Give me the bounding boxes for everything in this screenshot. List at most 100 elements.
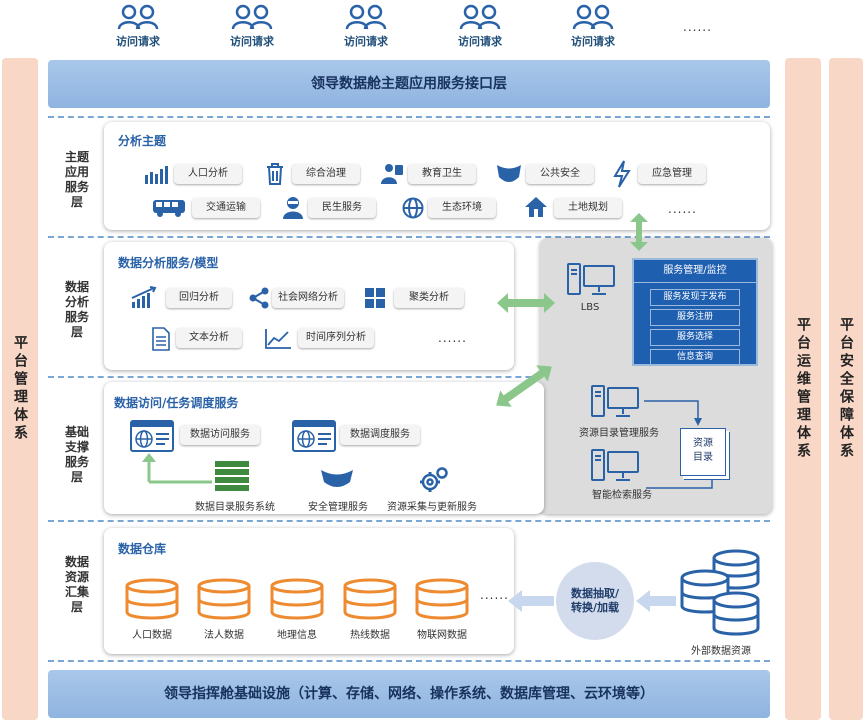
service-management-box: 服务管理/监控 服务发现于发布 服务注册 服务选择 信息查询 <box>632 258 758 366</box>
bus-icon <box>153 200 185 217</box>
theme-item-emergency[interactable]: 应急管理 <box>638 164 706 184</box>
infrastructure-bar: 领导指挥舱基础设施（计算、存储、网络、操作系统、数据库管理、云环境等） <box>48 670 770 718</box>
service-row-select[interactable]: 服务选择 <box>650 329 740 346</box>
server-monitor-icon <box>567 263 615 295</box>
horizontal-double-arrow <box>497 293 555 313</box>
lightning-icon <box>613 160 631 188</box>
support-item-data-access[interactable]: 数据访问服务 <box>180 425 260 445</box>
analysis-ellipsis: ...... <box>438 331 467 345</box>
external-database-icon <box>680 549 760 636</box>
layer-label-support: 基础支撑服务层 <box>64 425 89 484</box>
database-orange-icon <box>270 578 324 620</box>
trash-icon <box>267 163 283 185</box>
interface-layer-bar: 领导数据舱主题应用服务接口层 <box>48 60 770 108</box>
visitor-ellipsis: ...... <box>683 20 712 34</box>
security-service-label: 安全管理服务 <box>308 502 368 513</box>
etl-circle: 数据抽取/转换/加载 <box>556 562 634 640</box>
database-orange-icon <box>125 578 179 620</box>
visitor-label: 访问请求 <box>571 35 615 48</box>
divider <box>48 376 770 378</box>
theme-item-population[interactable]: 人口分析 <box>174 164 242 184</box>
lbs-label: LBS <box>580 302 600 313</box>
warehouse-item-hotline: 热线数据 <box>350 630 390 641</box>
platform-security-pillar: 平台安全保障体系 <box>829 58 863 720</box>
users-icon <box>572 4 614 30</box>
warehouse-item-iot: 物联网数据 <box>417 630 467 641</box>
pillar-label: 平台运维管理体系 <box>795 317 811 461</box>
service-row-query[interactable]: 信息查询 <box>650 349 740 366</box>
layer-label-theme: 主题应用服务层 <box>64 150 89 209</box>
service-row-discovery[interactable]: 服务发现于发布 <box>650 289 740 306</box>
visitor-1: 访问请求 <box>108 3 168 49</box>
visitor-4: 访问请求 <box>450 3 510 49</box>
divider <box>48 116 770 118</box>
population-chart-icon <box>145 166 168 184</box>
theme-title: 分析主题 <box>118 134 167 148</box>
elbow-arrow <box>142 453 212 484</box>
line-chart-icon <box>265 329 291 349</box>
cluster-grid-icon <box>365 288 385 308</box>
theme-item-livelihood[interactable]: 民生服务 <box>308 198 376 218</box>
visitor-label: 访问请求 <box>230 35 274 48</box>
platform-ops-pillar: 平台运维管理体系 <box>785 58 821 720</box>
support-title: 数据访问/任务调度服务 <box>114 396 239 410</box>
visitor-label: 访问请求 <box>344 35 388 48</box>
diagonal-double-arrow <box>496 365 552 407</box>
service-row-register[interactable]: 服务注册 <box>650 309 740 326</box>
visitor-5: 访问请求 <box>563 3 623 49</box>
theme-item-governance[interactable]: 综合治理 <box>292 164 360 184</box>
shield-wave-icon <box>321 470 353 487</box>
layer-label-resource: 数据资源汇集层 <box>64 555 89 614</box>
catalog-doc-label: 资源目录 <box>693 438 713 463</box>
layer-label-analysis: 数据分析服务层 <box>64 280 89 339</box>
catalog-system-label: 数据目录服务系统 <box>195 502 275 513</box>
divider <box>48 520 770 522</box>
theme-item-ecology[interactable]: 生态环境 <box>428 198 496 218</box>
analysis-item-clustering[interactable]: 聚类分析 <box>394 288 464 308</box>
catalog-doc: 资源目录 <box>680 428 726 476</box>
users-icon <box>459 4 501 30</box>
browser-globe-icon <box>130 420 174 452</box>
etl-label: 数据抽取/转换/加载 <box>570 587 620 614</box>
external-arrow-left <box>636 590 676 612</box>
regression-icon <box>131 286 157 308</box>
database-orange-icon <box>343 578 397 620</box>
users-icon <box>117 4 159 30</box>
divider <box>48 236 770 238</box>
visitor-label: 访问请求 <box>458 35 502 48</box>
platform-management-pillar: 平台管理体系 <box>2 58 38 720</box>
catalog-mgmt-label: 资源目录管理服务 <box>579 428 659 439</box>
shield-wave-icon <box>497 165 521 182</box>
pillar-label: 平台安全保障体系 <box>838 317 854 461</box>
analysis-item-text[interactable]: 文本分析 <box>176 328 242 348</box>
collection-service-label: 资源采集与更新服务 <box>387 502 477 513</box>
analysis-item-regression[interactable]: 回归分析 <box>166 288 232 308</box>
theme-item-education[interactable]: 教育卫生 <box>408 164 476 184</box>
divider <box>48 660 770 662</box>
users-icon <box>345 4 387 30</box>
warehouse-item-legal-entity: 法人数据 <box>204 630 244 641</box>
pillar-label: 平台管理体系 <box>12 335 28 443</box>
teacher-icon <box>381 164 403 184</box>
document-icon <box>152 327 170 351</box>
visitor-2: 访问请求 <box>222 3 282 49</box>
vertical-double-arrow <box>630 213 648 251</box>
analysis-item-time-series[interactable]: 时间序列分析 <box>298 328 374 348</box>
theme-item-public-safety[interactable]: 公共安全 <box>526 164 594 184</box>
visitor-3: 访问请求 <box>336 3 396 49</box>
analysis-item-social-network[interactable]: 社会网络分析 <box>272 288 344 308</box>
database-orange-icon <box>415 578 469 620</box>
support-item-data-scheduling[interactable]: 数据调度服务 <box>340 425 420 445</box>
smart-search-label: 智能检索服务 <box>592 490 652 501</box>
browser-globe-icon <box>292 420 336 452</box>
catalog-stack-icon <box>215 461 249 491</box>
visitor-label: 访问请求 <box>116 35 160 48</box>
theme-item-transport[interactable]: 交通运输 <box>192 198 260 218</box>
gear-icon <box>420 467 448 492</box>
database-orange-icon <box>197 578 251 620</box>
service-management-title: 服务管理/监控 <box>634 260 756 283</box>
users-icon <box>231 4 273 30</box>
theme-item-land-planning[interactable]: 土地规划 <box>554 198 622 218</box>
external-data-label: 外部数据资源 <box>691 646 751 657</box>
server-monitor-icon <box>591 449 639 481</box>
